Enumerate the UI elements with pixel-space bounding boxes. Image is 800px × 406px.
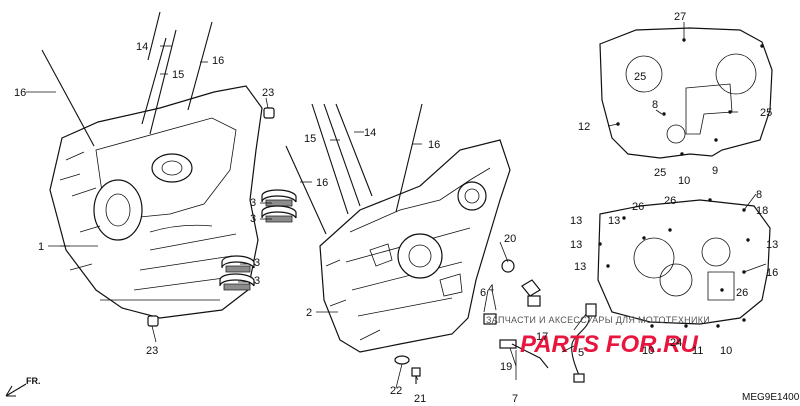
callout-21: 21 bbox=[414, 393, 426, 405]
left-crankcase-half bbox=[41, 11, 263, 319]
callout-14: 14 bbox=[364, 127, 376, 139]
callout-17: 17 bbox=[536, 331, 548, 343]
callout-10: 10 bbox=[642, 345, 654, 357]
callout-11: 11 bbox=[692, 345, 703, 357]
callout-16: 16 bbox=[428, 139, 440, 151]
callout-7: 7 bbox=[512, 393, 518, 405]
callout-10: 10 bbox=[678, 175, 690, 187]
front-direction-label: FR. bbox=[26, 376, 41, 386]
callout-14: 14 bbox=[136, 41, 148, 53]
callout-26: 26 bbox=[736, 287, 748, 299]
callout-23: 23 bbox=[146, 345, 158, 357]
callout-19: 19 bbox=[500, 361, 512, 373]
callout-13: 13 bbox=[570, 239, 582, 251]
callout-16: 16 bbox=[766, 267, 778, 279]
callout-25: 25 bbox=[760, 107, 772, 119]
callout-25: 25 bbox=[654, 167, 666, 179]
front-direction-arrow: FR. bbox=[5, 376, 41, 397]
callout-10: 10 bbox=[720, 345, 732, 357]
leader-lines bbox=[26, 22, 767, 389]
callout-27: 27 bbox=[674, 11, 686, 23]
callout-3: 3 bbox=[254, 275, 260, 287]
gasket-lower bbox=[597, 198, 771, 328]
callout-9: 9 bbox=[712, 165, 718, 177]
watermark-brand: PARTS FOR.RU bbox=[520, 331, 698, 358]
callout-6: 6 bbox=[480, 287, 486, 299]
bearing-shells bbox=[219, 189, 297, 291]
callout-labels: 1 2 3 3 3 3 4 5 6 7 8 8 9 10 10 10 11 12… bbox=[14, 11, 778, 405]
callout-16: 16 bbox=[14, 87, 26, 99]
drain-bolt-and-washer bbox=[394, 355, 421, 384]
callout-3: 3 bbox=[254, 257, 260, 269]
callout-5: 5 bbox=[578, 347, 584, 359]
callout-13: 13 bbox=[574, 261, 586, 273]
callout-16: 16 bbox=[212, 55, 224, 67]
watermark-tagline: ЗАПЧАСТИ И АКСЕССУАРЫ ДЛЯ МОТОТЕХНИКИ bbox=[486, 315, 710, 325]
callout-25: 25 bbox=[634, 71, 646, 83]
callout-2: 2 bbox=[306, 307, 312, 319]
sensor-harness bbox=[571, 303, 597, 383]
callout-3: 3 bbox=[250, 197, 256, 209]
callout-20: 20 bbox=[504, 233, 516, 245]
callout-15: 15 bbox=[304, 133, 316, 145]
callout-22: 22 bbox=[390, 385, 402, 397]
callout-13: 13 bbox=[608, 215, 620, 227]
callout-8: 8 bbox=[652, 99, 658, 111]
callout-13: 13 bbox=[570, 215, 582, 227]
callout-15: 15 bbox=[172, 69, 184, 81]
right-crankcase-half bbox=[285, 103, 549, 369]
callout-13: 13 bbox=[766, 239, 778, 251]
callout-18: 18 bbox=[756, 205, 768, 217]
callout-1: 1 bbox=[38, 241, 44, 253]
watermark: ЗАПЧАСТИ И АКСЕССУАРЫ ДЛЯ МОТОТЕХНИКИ PA… bbox=[486, 315, 710, 358]
gasket-upper bbox=[599, 27, 773, 159]
callout-4: 4 bbox=[488, 283, 494, 295]
callout-12: 12 bbox=[578, 121, 590, 133]
callout-24: 24 bbox=[670, 337, 682, 349]
callout-26: 26 bbox=[664, 195, 676, 207]
callout-23: 23 bbox=[262, 87, 274, 99]
callout-3: 3 bbox=[250, 213, 256, 225]
diagram-code: MEG9E1400 bbox=[742, 392, 800, 403]
callout-26: 26 bbox=[632, 201, 644, 213]
callout-8: 8 bbox=[756, 189, 762, 201]
callout-16: 16 bbox=[316, 177, 328, 189]
dowel-pins bbox=[147, 107, 275, 327]
